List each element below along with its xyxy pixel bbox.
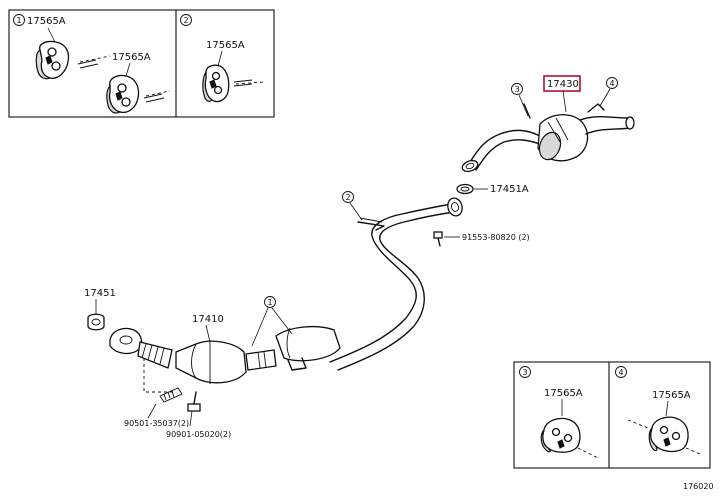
- callout-gasket-front: 17451: [84, 288, 116, 331]
- inset-panel-1-label-b: 17565A: [112, 52, 151, 63]
- front-pipe-assembly: [109, 325, 341, 384]
- inset-panel-2: 2 17565A: [180, 14, 265, 103]
- marker-2-callout: 2: [342, 191, 363, 221]
- inset-panel-4-index: 4: [619, 368, 624, 377]
- callout-gasket-rear: 17451A: [456, 183, 529, 195]
- callout-bolt-rear-label: 91553-80820 (2): [462, 233, 530, 242]
- marker-2-text: 2: [346, 193, 351, 202]
- callout-bolt-front: 90901-05020(2): [166, 391, 231, 439]
- callout-gasket-rear-label: 17451A: [490, 184, 529, 195]
- callout-spring-bolt: 90501-35037(2): [124, 358, 189, 428]
- callout-gasket-front-label: 17451: [84, 288, 116, 299]
- highlight-box: [543, 75, 581, 92]
- diagram-id: 176020: [683, 482, 714, 491]
- inset-panel-3-index: 3: [523, 368, 528, 377]
- callout-muffler-label: 17430: [547, 79, 579, 90]
- rubber-hanger-icon: [648, 416, 689, 453]
- callout-bolt-rear: 91553-80820 (2): [433, 231, 530, 247]
- rubber-hanger-icon: [540, 417, 581, 453]
- callout-muffler: 17430: [543, 75, 581, 113]
- tail-pipe-assembly: [461, 103, 635, 173]
- callout-spring-bolt-label: 90501-35037(2): [124, 419, 189, 428]
- inset-top: 1 17565A 17565A: [8, 9, 275, 118]
- callout-bolt-front-label: 90901-05020(2): [166, 430, 231, 439]
- inset-panel-4: 4 17565A: [615, 366, 701, 455]
- callout-front-pipe: 17410: [192, 314, 224, 343]
- rubber-hanger-icon: [35, 40, 70, 80]
- callout-front-pipe-label: 17410: [192, 314, 224, 325]
- rubber-hanger-icon: [202, 64, 230, 103]
- inset-panel-2-index: 2: [184, 16, 189, 25]
- inset-panel-3: 3 17565A: [519, 366, 599, 459]
- marker-4-callout: 4: [599, 77, 618, 107]
- inset-panel-1: 1 17565A 17565A: [13, 14, 171, 114]
- center-pipe: [329, 197, 463, 371]
- inset-panel-1-label-a: 17565A: [27, 16, 66, 27]
- inset-panel-1-index: 1: [17, 16, 22, 25]
- inset-panel-4-label: 17565A: [652, 390, 691, 401]
- marker-4-text: 4: [610, 79, 615, 88]
- inset-panel-2-label: 17565A: [206, 40, 245, 51]
- inset-bottom: 3 17565A 4 17565A: [513, 361, 711, 469]
- inset-panel-3-label: 17565A: [544, 388, 583, 399]
- marker-3-callout: 3: [511, 83, 529, 117]
- marker-1-callout: 1: [251, 296, 293, 347]
- rubber-hanger-icon: [106, 74, 140, 114]
- marker-1-text: 1: [268, 298, 273, 307]
- marker-3-text: 3: [515, 85, 520, 94]
